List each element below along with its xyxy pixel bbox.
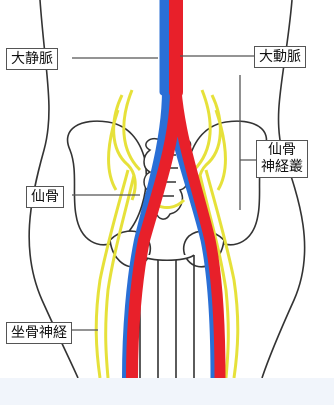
label-sacral-plexus: 仙骨 神経叢 [256, 140, 308, 178]
label-sciatic-nerve: 坐骨神経 [6, 322, 72, 344]
label-sacrum: 仙骨 [26, 186, 64, 208]
pubic-arch [140, 255, 194, 260]
label-vena-cava: 大静脈 [6, 48, 58, 70]
label-aorta: 大動脈 [254, 46, 306, 68]
right-femur [176, 255, 194, 378]
bottom-band [0, 378, 334, 405]
